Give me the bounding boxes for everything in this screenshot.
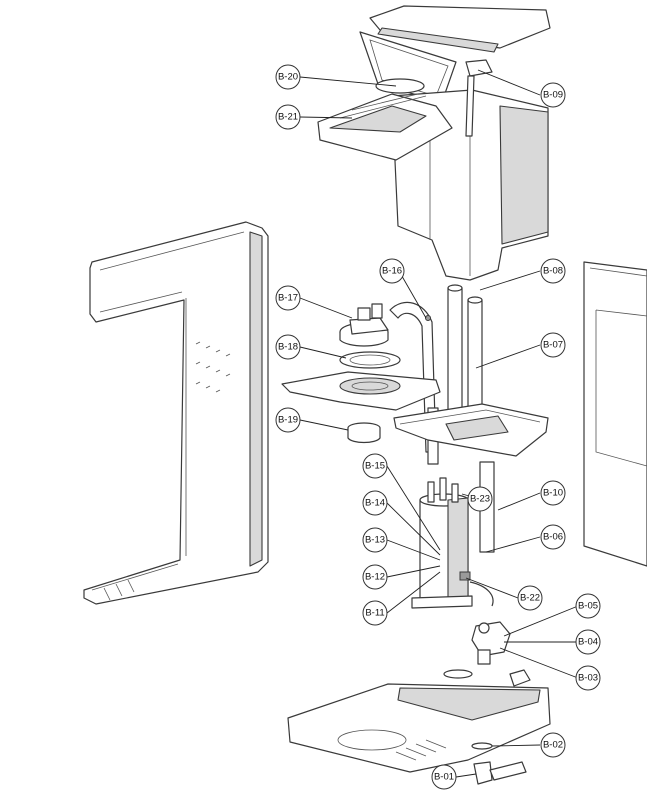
callout-b06: B-06 bbox=[540, 524, 566, 550]
callout-b12-label: B-12 bbox=[365, 572, 385, 583]
callout-b08-label: B-08 bbox=[543, 266, 563, 277]
callout-b06-label: B-06 bbox=[543, 532, 563, 543]
fittings bbox=[471, 742, 527, 785]
callout-b09-label: B-09 bbox=[543, 90, 563, 101]
callout-b04-label: B-04 bbox=[578, 637, 598, 648]
left-frame-panel bbox=[83, 221, 269, 605]
callout-b11: B-11 bbox=[362, 600, 388, 626]
callout-b16-label: B-16 bbox=[382, 266, 402, 277]
bottom-base bbox=[287, 669, 551, 773]
callout-b21: B-21 bbox=[275, 104, 301, 130]
callout-b10-label: B-10 bbox=[543, 488, 563, 499]
callout-b14: B-14 bbox=[362, 490, 388, 516]
mounting-plate bbox=[281, 371, 441, 411]
callout-b08: B-08 bbox=[540, 258, 566, 284]
cap bbox=[347, 422, 381, 444]
boiler-assembly bbox=[411, 461, 495, 609]
callout-b20: B-20 bbox=[275, 64, 301, 90]
callout-b12: B-12 bbox=[362, 564, 388, 590]
pump-head bbox=[339, 303, 389, 347]
callout-b18: B-18 bbox=[275, 334, 301, 360]
gasket-ring bbox=[339, 351, 401, 369]
callout-b15-label: B-15 bbox=[365, 461, 385, 472]
leader-lines bbox=[299, 69, 579, 778]
callout-b20-label: B-20 bbox=[278, 72, 298, 83]
callout-b05: B-05 bbox=[575, 593, 601, 619]
callout-b13: B-13 bbox=[362, 527, 388, 553]
callout-b19-label: B-19 bbox=[278, 415, 298, 426]
callout-b02: B-02 bbox=[540, 732, 566, 758]
callout-b09: B-09 bbox=[540, 82, 566, 108]
top-lid bbox=[369, 5, 551, 53]
callout-b01-label: B-01 bbox=[434, 772, 454, 783]
callout-b17: B-17 bbox=[275, 285, 301, 311]
callout-b23-label: B-23 bbox=[470, 494, 490, 505]
right-side-panel bbox=[583, 261, 647, 567]
valve-block bbox=[471, 621, 511, 665]
callout-b17-label: B-17 bbox=[278, 293, 298, 304]
callout-b22: B-22 bbox=[517, 585, 543, 611]
callout-b10: B-10 bbox=[540, 480, 566, 506]
callout-b05-label: B-05 bbox=[578, 601, 598, 612]
callout-b03-label: B-03 bbox=[578, 673, 598, 684]
callout-b07: B-07 bbox=[540, 332, 566, 358]
callout-b19: B-19 bbox=[275, 407, 301, 433]
callout-b21-label: B-21 bbox=[278, 112, 298, 123]
callout-b18-label: B-18 bbox=[278, 342, 298, 353]
callout-b22-label: B-22 bbox=[520, 593, 540, 604]
callout-b04: B-04 bbox=[575, 629, 601, 655]
callout-b23: B-23 bbox=[467, 486, 493, 512]
drip-tray bbox=[393, 403, 549, 457]
callout-b11-label: B-11 bbox=[365, 608, 384, 619]
callout-b02-label: B-02 bbox=[543, 740, 563, 751]
callout-b16: B-16 bbox=[379, 258, 405, 284]
callout-b01: B-01 bbox=[431, 764, 457, 790]
water-tank bbox=[317, 59, 549, 281]
callout-b15: B-15 bbox=[362, 453, 388, 479]
callout-b13-label: B-13 bbox=[365, 535, 385, 546]
callout-b03: B-03 bbox=[575, 665, 601, 691]
callout-b07-label: B-07 bbox=[543, 340, 563, 351]
callout-b14-label: B-14 bbox=[365, 498, 385, 509]
